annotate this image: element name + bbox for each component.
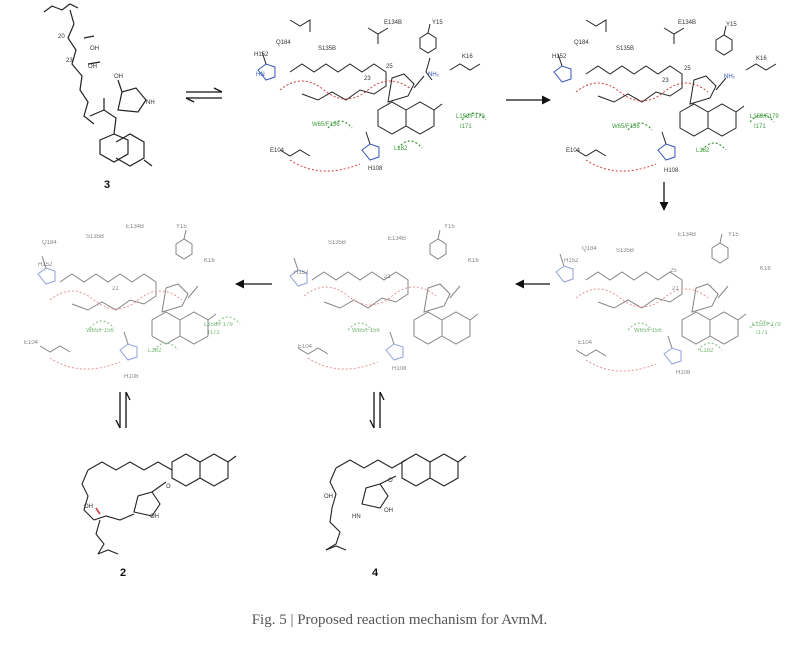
locant-20: 20 xyxy=(58,34,65,40)
res-e134b-e: E134B xyxy=(126,224,144,230)
res-i171-a: I171 xyxy=(460,124,472,130)
enzyme-complex-e xyxy=(37,229,241,370)
res-l182-a: L182 xyxy=(394,146,408,152)
label-nh2-a: NH₂ xyxy=(428,72,440,78)
res-k16-c: K16 xyxy=(760,266,771,272)
res-l182-c: L182 xyxy=(700,348,714,354)
res-e134b-b: E134B xyxy=(678,20,696,26)
label-ho-4: OH xyxy=(324,494,333,500)
res-w65f156-b: W65/F156 xyxy=(612,124,640,130)
label-hn-4: HN xyxy=(352,514,361,520)
res-l158f179-a: L158/F179 xyxy=(456,114,485,120)
equilibrium-arrow-2 xyxy=(115,391,131,429)
locant-25-c: 25 xyxy=(670,268,677,274)
enzyme-complex-d xyxy=(289,229,479,370)
res-y15-d: Y15 xyxy=(444,224,455,230)
res-e104-c: E104 xyxy=(578,340,593,346)
locant-23-b: 23 xyxy=(662,78,669,84)
label-oh-2b: OH xyxy=(150,514,159,520)
res-h152-b: H152 xyxy=(552,54,567,60)
res-k16-d: K16 xyxy=(468,258,479,264)
label-oh-2: OH xyxy=(88,64,97,70)
res-y15-c: Y15 xyxy=(728,232,739,238)
compound-label-3: 3 xyxy=(104,179,110,191)
res-w65f156-d: W65/F156 xyxy=(352,328,380,334)
locant-21-c: 21 xyxy=(672,286,679,292)
res-h108-e: H108 xyxy=(124,374,139,380)
compound-3-structure xyxy=(43,3,153,167)
res-l182-b: L182 xyxy=(696,148,710,154)
res-w65f156-a: W65/F156 xyxy=(312,122,340,128)
label-nh2-b: NH₂ xyxy=(724,74,736,80)
res-q184-e: Q184 xyxy=(42,240,57,246)
res-q184-b: Q184 xyxy=(574,40,589,46)
res-h108-a: H108 xyxy=(368,166,383,172)
res-l158f179-e: L158/F179 xyxy=(204,322,233,328)
res-y15-b: Y15 xyxy=(726,22,737,28)
res-e104-d: E104 xyxy=(298,344,313,350)
res-h152-c: H152 xyxy=(564,258,579,264)
res-i171-b: I171 xyxy=(754,124,766,130)
locant-21-e: 21 xyxy=(112,286,119,292)
label-hn-a: HN xyxy=(256,72,265,78)
res-y15-e: Y15 xyxy=(176,224,187,230)
res-s135b-d: S135B xyxy=(328,240,346,246)
compound-2-structure xyxy=(81,453,237,555)
res-q184-c: Q184 xyxy=(582,246,597,252)
res-k16-a: K16 xyxy=(462,54,473,60)
res-s135b-c: S135B xyxy=(616,248,634,254)
enzyme-complex-b xyxy=(553,19,777,172)
res-h152-a: H152 xyxy=(254,52,269,58)
equilibrium-arrow-3 xyxy=(369,391,385,429)
res-e104-e: E104 xyxy=(24,340,39,346)
res-l158f179-c: L158/F179 xyxy=(752,322,781,328)
res-w65f156-c: W65/F156 xyxy=(634,328,662,334)
res-i171-e: I171 xyxy=(208,330,220,336)
res-h108-d: H108 xyxy=(392,366,407,372)
label-o-2: O xyxy=(166,484,171,490)
res-h108-c: H108 xyxy=(676,370,691,376)
res-s135b-b: S135B xyxy=(616,46,634,52)
res-s135b-e: S135B xyxy=(86,234,104,240)
res-e134b-d: E134B xyxy=(388,236,406,242)
label-ho-3: OH xyxy=(114,74,123,80)
locant-25-a: 25 xyxy=(386,64,393,70)
locant-23: 23 xyxy=(66,58,73,64)
enzyme-complex-c xyxy=(555,233,775,372)
res-h152-e: H152 xyxy=(38,262,53,268)
res-e104-b: E104 xyxy=(566,148,581,154)
res-h152-d: H152 xyxy=(294,270,309,276)
res-w65f156-e: W65/F156 xyxy=(86,328,114,334)
label-ho-2: OH xyxy=(84,504,93,510)
res-h108-b: H108 xyxy=(664,168,679,174)
res-k16-b: K16 xyxy=(756,56,767,62)
compound-label-4: 4 xyxy=(372,567,379,579)
compound-4-structure xyxy=(325,453,467,551)
res-s135b-a: S135B xyxy=(318,46,336,52)
res-e134b-a: E134B xyxy=(384,20,402,26)
res-q184-a: Q184 xyxy=(276,40,291,46)
label-o-4: O xyxy=(388,478,393,484)
label-nh-3: NH xyxy=(146,100,155,106)
res-e134b-c: E134B xyxy=(678,232,696,238)
equilibrium-arrow-1 xyxy=(185,87,223,103)
res-e104-a: E104 xyxy=(270,148,285,154)
res-i171-c: I171 xyxy=(756,330,768,336)
locant-21-d: 21 xyxy=(384,274,391,280)
res-k16-e: K16 xyxy=(204,258,215,264)
locant-23-a: 23 xyxy=(364,76,371,82)
figure-caption: Fig. 5 | Proposed reaction mechanism for… xyxy=(251,612,548,628)
res-l158f179-b: L158/F179 xyxy=(750,114,779,120)
compound-label-2: 2 xyxy=(120,567,126,579)
res-l182-e: L182 xyxy=(148,348,162,354)
label-oh-1: OH xyxy=(90,46,99,52)
label-oh-4: OH xyxy=(384,508,393,514)
locant-25-b: 25 xyxy=(684,66,691,72)
res-y15-a: Y15 xyxy=(432,20,443,26)
enzyme-complex-a xyxy=(257,19,487,172)
